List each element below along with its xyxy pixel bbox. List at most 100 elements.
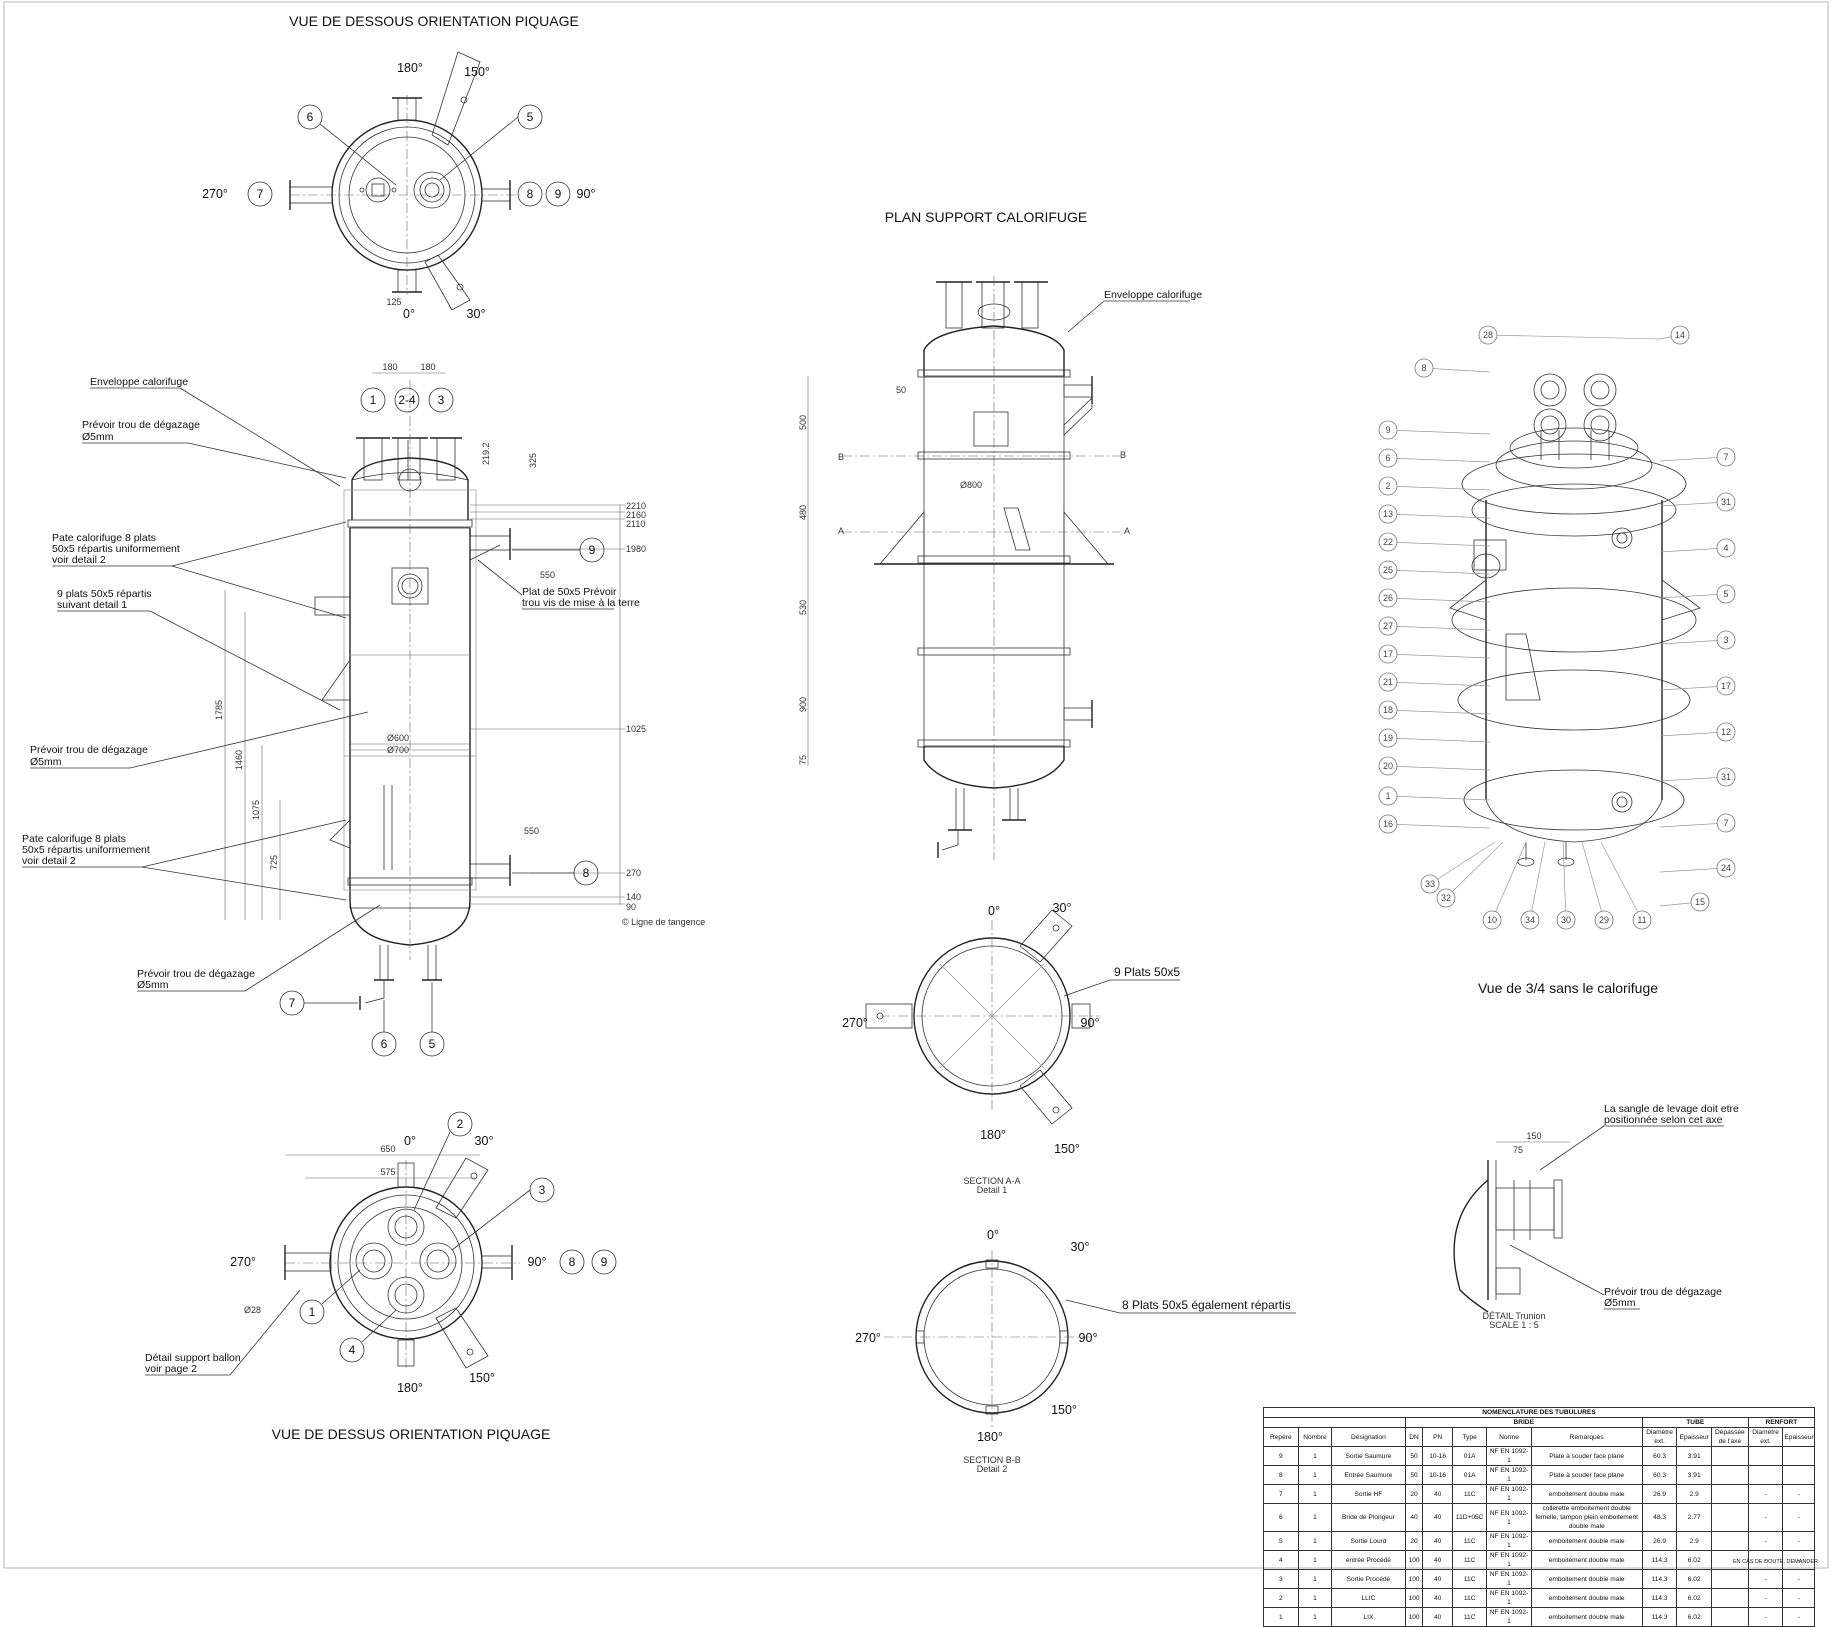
iso-leader (1387, 709, 1491, 715)
bom-cell: Entrée Saumure (1331, 1465, 1406, 1485)
bom-header-cell: Remarques (1530, 1427, 1643, 1447)
bom-cell: 1 (1297, 1503, 1333, 1532)
dim-550-b: 550 (524, 826, 539, 836)
bom-header-cell: Nombre (1297, 1427, 1333, 1447)
top-angle-0: 0° (404, 1134, 416, 1148)
bom-cell: 40 (1422, 1550, 1453, 1570)
bubble-elev-6: 6 (381, 1037, 388, 1051)
note-sangle-a: La sangle de levage doit etre (1604, 1103, 1739, 1115)
iso-bubble-number: 18 (1383, 705, 1393, 715)
note-support-a: Détail support ballon (145, 1352, 241, 1364)
dim-650: 650 (380, 1144, 395, 1154)
bom-cell: 10-16 (1422, 1465, 1453, 1485)
bom-cell: 1 (1297, 1569, 1333, 1589)
bom-cell (1711, 1465, 1749, 1485)
dim-2160: 2160 (626, 510, 646, 520)
iso-bubble-number: 24 (1721, 863, 1731, 873)
bom-cell: 48.3 (1641, 1503, 1678, 1532)
title-top-view-bottom: VUE DE DESSUS ORIENTATION PIQUAGE (272, 1426, 551, 1442)
iso-bubble (1716, 813, 1736, 833)
dim-1785: 1785 (214, 700, 224, 720)
trunion-dim-75: 75 (1513, 1145, 1523, 1155)
bom-cell: 5 (1263, 1531, 1299, 1551)
bom-table: NOMENCLATURE DES TUBULURES BRIDE TUBE RE… (1263, 1407, 1816, 1627)
iso-bubble-number: 13 (1383, 509, 1393, 519)
iso-bubble (1378, 644, 1398, 664)
bom-cell: 3.91 (1676, 1446, 1713, 1466)
iso-bubble (1478, 325, 1498, 345)
bubble-elev-8: 8 (583, 866, 590, 880)
iso-bubble-number: 2 (1385, 481, 1390, 491)
note-degazage-1: Prévoir trou de dégazage (82, 419, 200, 431)
note-eight-plats: 8 Plats 50x5 également répartis (1122, 1298, 1291, 1312)
iso-bubble-number: 7 (1723, 818, 1728, 828)
bom-cell (1747, 1465, 1784, 1485)
bom-header-cell: Type (1451, 1427, 1488, 1447)
bom-cell: 60.3 (1641, 1465, 1678, 1485)
bom-cell: 11C (1451, 1569, 1488, 1589)
iso-leader (1387, 765, 1491, 771)
iso-leader (1387, 513, 1491, 519)
bom-cell: 01A (1451, 1465, 1488, 1485)
bom-cell: Plate à souder face plane (1530, 1446, 1643, 1466)
bom-cell: - (1747, 1503, 1784, 1532)
bom-cell: - (1747, 1588, 1784, 1608)
sheet-border (3, 1, 1829, 1569)
bb-angle-270: 270° (855, 1331, 881, 1345)
bom-cell (1711, 1607, 1749, 1627)
iso-leader (1659, 776, 1727, 782)
bubble-elev-1: 1 (370, 393, 377, 407)
bom-cell: 40 (1422, 1588, 1453, 1608)
bom-cell: NF EN 1092-1 (1486, 1531, 1532, 1551)
iso-bubble (1716, 538, 1736, 558)
bb-angle-180: 180° (977, 1430, 1003, 1444)
dim-500: 500 (798, 415, 808, 430)
detail-trunion: 150 75 La sangle de levage doit etre pos… (1453, 1103, 1739, 1330)
dim-1025: 1025 (626, 724, 646, 734)
bom-cell: NF EN 1092-1 (1486, 1607, 1532, 1627)
iso-bubble-number: 6 (1385, 453, 1390, 463)
bom-cell: 100 (1404, 1569, 1424, 1589)
iso-leader (1659, 547, 1727, 553)
trunion-scale: SCALE 1 : 5 (1489, 1320, 1539, 1330)
bom-cell: emboitement double male (1530, 1484, 1643, 1504)
iso-bubble (1716, 447, 1736, 467)
bom-cell: NF EN 1092-1 (1486, 1569, 1532, 1589)
iso-bubble (1716, 722, 1736, 742)
dim-d600: Ø600 (387, 733, 409, 743)
bom-cell: 3 (1263, 1569, 1299, 1589)
bom-cell: 114.3 (1641, 1607, 1678, 1627)
iso-leader (1387, 795, 1491, 801)
bom-header-cell: Epaisseur (1782, 1427, 1815, 1447)
bom-cell: 1 (1297, 1550, 1333, 1570)
section-aa: 0° 30° 270° 90° 180° 150° 9 Plats 50x5 S… (842, 901, 1180, 1195)
bom-cell (1747, 1446, 1784, 1466)
bom-cell (1711, 1531, 1749, 1551)
dim-90: 90 (626, 902, 636, 912)
dim-d28: Ø28 (244, 1305, 261, 1315)
bom-cell: 114.3 (1641, 1588, 1678, 1608)
iso-leader (1659, 731, 1727, 737)
iso-leader (1387, 625, 1491, 631)
bom-cell: 6.02 (1676, 1550, 1713, 1570)
iso-bubble (1378, 420, 1398, 440)
bom-cell: 8 (1263, 1465, 1299, 1485)
iso-bubble (1378, 532, 1398, 552)
bubble-elev-9: 9 (589, 543, 596, 557)
bom-cell: 6 (1263, 1503, 1299, 1532)
bom-cell (1711, 1588, 1749, 1608)
iso-bubble-number: 33 (1425, 879, 1435, 889)
iso-leader (1487, 334, 1661, 340)
bom-cell: Bride de Plongeur (1331, 1503, 1406, 1532)
iso-leader (1387, 653, 1491, 659)
dim-50: 50 (896, 385, 906, 395)
angle-30: 30° (467, 307, 486, 321)
iso-leader (1429, 841, 1496, 885)
bubble-8: 8 (527, 187, 534, 201)
bom-cell: Sortie Procédé (1331, 1569, 1406, 1589)
note-degazage-2: Prévoir trou de dégazage (30, 744, 148, 756)
bom-cell: 11C (1451, 1531, 1488, 1551)
angle-180: 180° (397, 61, 423, 75)
